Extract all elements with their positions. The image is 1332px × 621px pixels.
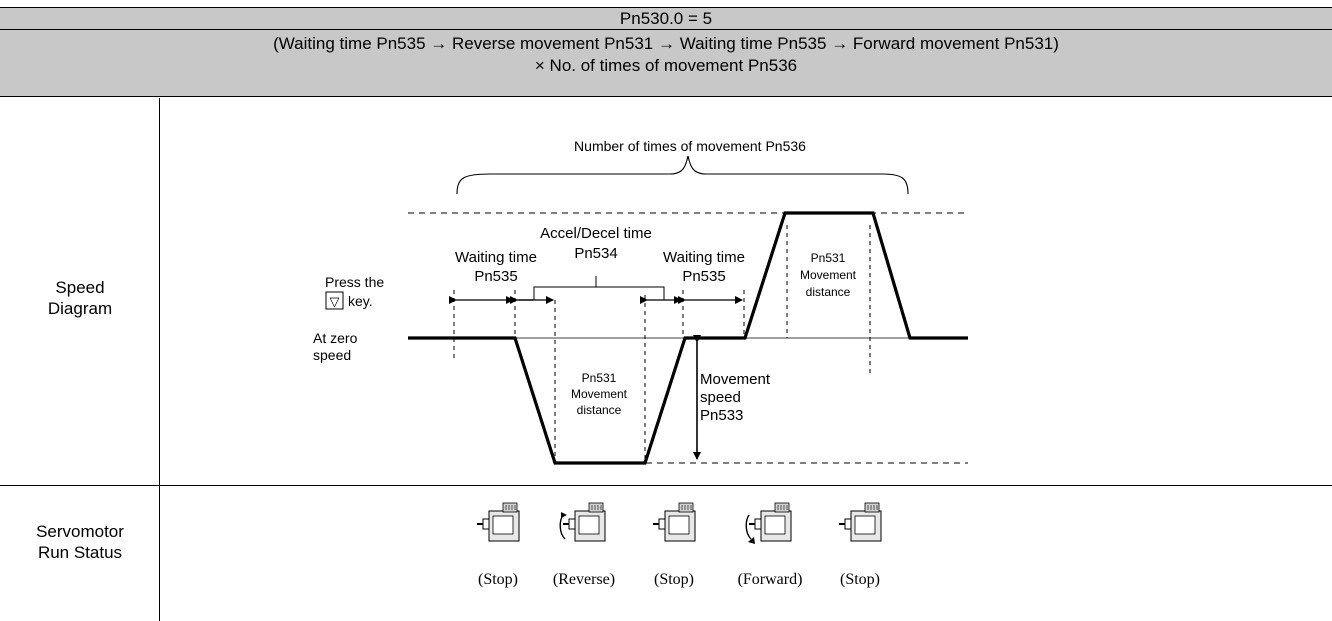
reverse-distance-label-2: Movement: [571, 387, 628, 401]
run-status-label-line1: Servomotor: [36, 522, 124, 541]
servomotor-icon: [559, 502, 606, 542]
speed-diagram-label: Speed Diagram: [0, 277, 160, 319]
press-the-label: Press the: [325, 274, 384, 290]
accel-decel-label-1: Accel/Decel time: [540, 225, 652, 242]
waiting-right-label-2: Pn535: [682, 268, 725, 285]
number-of-times-label: Number of times of movement Pn536: [574, 138, 806, 154]
servomotor-icon: [839, 502, 882, 542]
forward-distance-label-2: Movement: [800, 268, 857, 282]
mode-title: Pn530.0 = 5: [619, 9, 713, 28]
waiting-left-label-2: Pn535: [474, 268, 517, 285]
speed-diagram-label-line1: Speed: [55, 278, 105, 297]
sequence-line-2: × No. of times of movement Pn536: [534, 56, 798, 75]
movement-count-brace: [456, 155, 909, 195]
servomotor-icon: [745, 502, 792, 544]
servomotor-state-label: (Reverse): [552, 571, 616, 588]
sequence-header: (Waiting time Pn535 → Reverse movement P…: [0, 29, 1332, 97]
forward-distance-label-3: distance: [806, 285, 851, 299]
reverse-distance-label-1: Pn531: [582, 371, 617, 385]
forward-distance-label-1: Pn531: [811, 251, 846, 265]
mode-header: Pn530.0 = 5: [0, 7, 1332, 29]
column-divider: [159, 98, 160, 621]
movement-speed-label-2: speed: [700, 389, 741, 406]
key-label: key.: [348, 293, 373, 309]
waiting-right-label-1: Waiting time: [663, 249, 745, 266]
accel-decel-bracket: [533, 286, 665, 300]
sequence-line-1: (Waiting time Pn535 → Reverse movement P…: [273, 34, 1059, 53]
movement-speed-label-3: Pn533: [700, 407, 743, 424]
servomotor-state-label: (Stop): [840, 571, 880, 588]
speed-profile: [408, 211, 968, 465]
servomotor-state-label: (Forward): [737, 571, 803, 588]
servomotor-state-label: (Stop): [478, 571, 518, 588]
servomotor-icon: [653, 502, 696, 542]
speed-diagram-label-line2: Diagram: [47, 299, 113, 318]
reverse-distance-label-3: distance: [577, 403, 622, 417]
movement-speed-label-1: Movement: [700, 371, 771, 388]
down-key-symbol: ▽: [330, 294, 340, 309]
servomotor-state-label: (Stop): [654, 571, 694, 588]
run-status-label: Servomotor Run Status: [0, 521, 160, 563]
down-key-icon: [325, 291, 344, 310]
speed-diagram: Number of times of movement Pn536 Accel/…: [313, 138, 968, 465]
run-status-label-line2: Run Status: [37, 543, 123, 562]
waiting-left-label-1: Waiting time: [455, 249, 537, 266]
row-divider: [0, 485, 1332, 486]
at-zero-label-2: speed: [313, 347, 351, 363]
accel-decel-label-2: Pn534: [574, 245, 617, 262]
servomotor-icon: [477, 502, 520, 542]
at-zero-label-1: At zero: [313, 330, 358, 346]
